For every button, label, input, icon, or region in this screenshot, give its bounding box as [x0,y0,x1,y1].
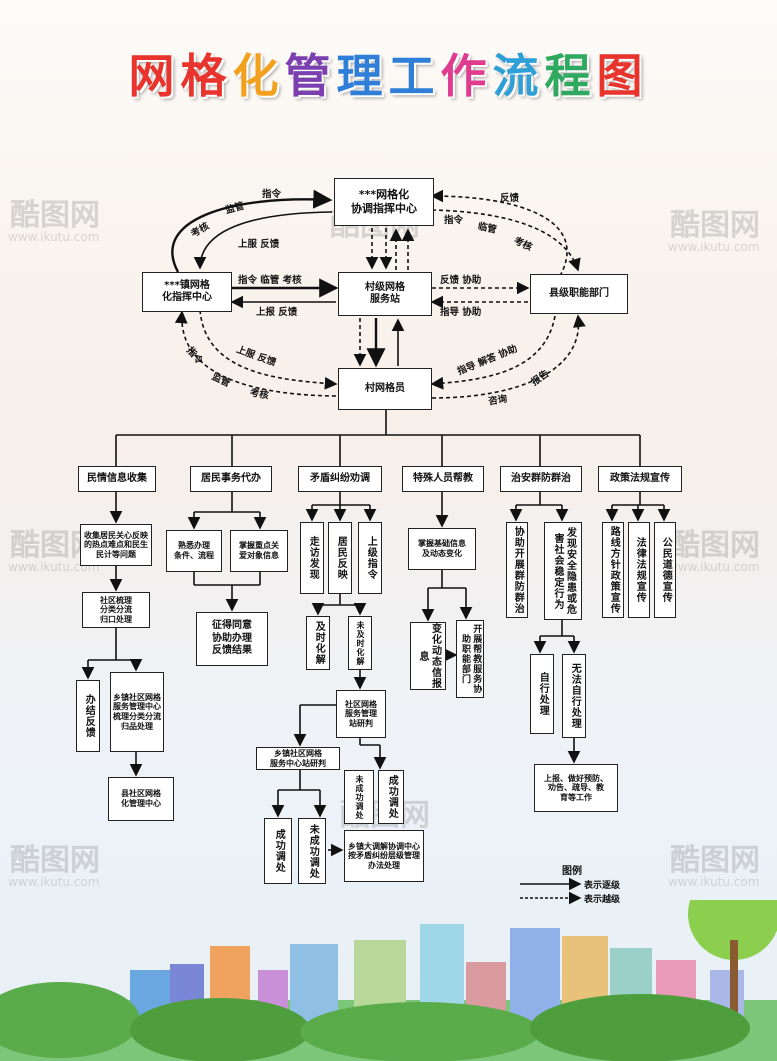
col4-info-change: 变化动态信报息 [410,622,446,690]
col5-cannot-self-handle: 无法自行处理 [562,654,586,738]
watermark-url: www.ikutu.com [8,560,100,574]
label-report-feedback-top: 上服 反馈 [238,239,280,250]
watermark-logo: 酷图网 [10,198,100,233]
col1-close-feedback: 办结反馈 [76,680,100,752]
col4-help-education: 开展帮教服务协助职能部门 [456,620,484,698]
col6-policy: 路线方针政策宣传 [602,522,624,618]
col3-success-b: 成功调处 [264,818,292,884]
col3-town-center-judge: 乡镇社区网格 服务中心站研判 [256,747,340,770]
watermark-url: www.ikutu.com [668,240,760,254]
category-info-collection: 民情信息收集 [78,466,156,492]
page-title: 网格化管理工作流程图 [0,40,777,106]
col1-town-center-process: 乡镇社区网格服务管理中心梳理分类分流归品处理 [110,672,164,752]
col5-report-prevent: 上报、做好预防、 劝告、疏导、教 育等工作 [534,764,618,812]
legend-dashed: 表示越级 [584,895,621,905]
title-char: 管 [284,49,337,103]
city-illustration [0,900,777,1061]
title-char: 作 [440,49,493,103]
category-resident-affairs: 居民事务代办 [190,466,272,492]
title-char: 化 [232,49,285,103]
category-dispute-mediation: 矛盾纠纷劝调 [298,466,382,492]
category-public-security: 治安群防群治 [500,466,582,492]
col5-self-handle: 自行处理 [530,654,554,734]
coordination-center-box: ***网格化 协调指挥中心 [334,178,434,226]
col5-assist-group: 协助开展群防群治 [506,522,528,618]
title-char: 图 [596,49,649,103]
watermark-logo: 酷图网 [670,843,760,878]
watermark-logo: 酷图网 [10,843,100,878]
col2-consent-assist: 征得同意 协助办理 反馈结果 [196,612,268,666]
label-report-feedback: 上报 反馈 [256,307,298,318]
county-department-box: 县级职能部门 [530,274,628,314]
col3-resident-report: 居民反映 [328,522,352,594]
col2-key-targets: 掌握重点关 爱对象信息 [230,530,288,572]
watermark-logo: 酷图网 [670,208,760,243]
category-policy-publicity: 政策法规宣传 [598,466,682,492]
label-order: 指令 [262,189,282,200]
col1-county-center: 县社区网格 化管理中心 [108,777,174,821]
col3-superior-order: 上级指令 [358,522,382,594]
watermark-url: www.ikutu.com [668,560,760,574]
watermark-url: www.ikutu.com [8,875,100,889]
watermark-url: www.ikutu.com [8,230,100,244]
category-special-personnel: 特殊人员帮教 [402,466,484,492]
title-char: 格 [180,49,233,103]
col2-familiar-process: 熟悉办理 条件、流程 [166,530,222,572]
col3-success-a: 成功调处 [378,770,404,824]
label-order-right: 指令 [444,215,464,226]
village-grid-member-box: 村网格员 [338,368,432,410]
label-assess-low: 考核 [248,387,270,402]
label-feedback-assist: 反馈 协助 [440,275,482,286]
watermark-logo: 酷图网 [670,528,760,563]
watermark-url: www.ikutu.com [668,875,760,889]
col1-collect-issues: 收集居民关心反映的热点难点和民生民计等问题 [80,524,152,566]
label-guide-assist: 指导 协助 [440,307,482,318]
col6-law: 法律法规宣传 [628,522,650,618]
col1-community-sort: 社区梳理 分类分流 归口处理 [82,592,150,628]
col5-find-hazard: 发现安全隐患或危害社会稳定行为 [544,522,582,620]
col3-not-timely-resolve: 未及时化解 [348,616,372,670]
col3-not-success-a: 未成功调处 [344,770,374,824]
col3-timely-resolve: 及时化解 [306,616,330,670]
village-service-station-box: 村级网格 服务站 [338,272,432,316]
label-feedback-right: 反馈 [500,193,520,204]
title-char: 网 [128,49,181,103]
legend-solid: 表示逐级 [584,881,621,891]
legend-title: 图例 [562,866,582,877]
town-command-center-box: ***镇网格 化指挥中心 [142,272,232,312]
title-char: 流 [492,49,545,103]
col3-not-success-b: 未成功调处 [298,818,326,884]
title-char: 理 [336,49,389,103]
col3-community-station-judge: 社区网格 服务管理 站研判 [336,690,386,738]
title-char: 程 [544,49,597,103]
title-char: 工 [388,49,441,103]
col3-mediation-center: 乡镇大调解协调中心按矛盾纠纷层级管理办法处理 [344,830,424,882]
col3-visit-discover: 走访发现 [300,522,324,594]
label-order-supervise-assess: 指令 临管 考核 [238,275,302,286]
col4-master-info: 掌握基础信息 及动态变化 [408,528,476,570]
col6-morality: 公民道德宣传 [654,522,676,618]
